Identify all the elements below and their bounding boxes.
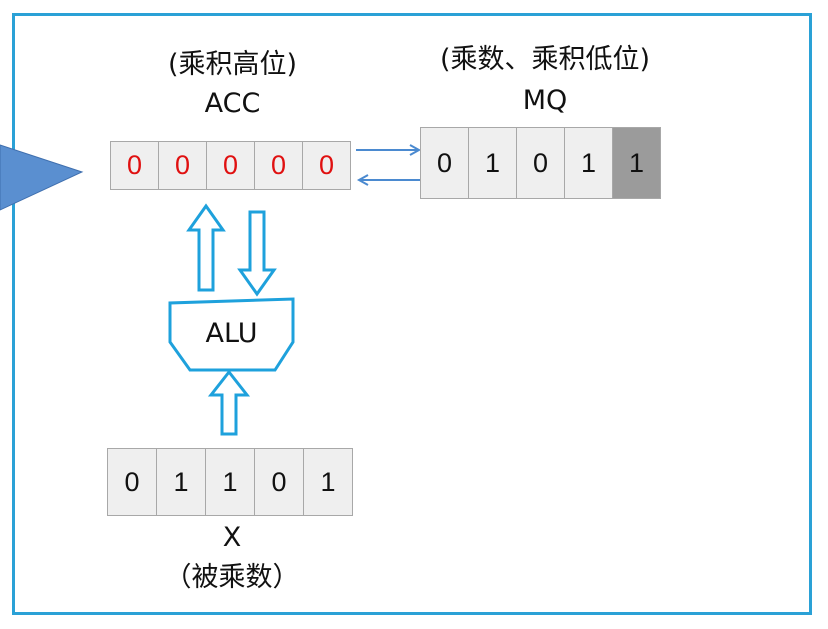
x-register: 0 1 1 0 1 xyxy=(107,448,353,516)
x-to-alu-arrow xyxy=(207,369,251,436)
acc-to-alu-arrow xyxy=(237,210,277,297)
mq-bit-highlighted: 1 xyxy=(612,127,661,199)
x-bit: 0 xyxy=(254,448,304,516)
mq-bit: 0 xyxy=(516,127,565,199)
mq-name: MQ xyxy=(522,85,568,116)
acc-bit: 0 xyxy=(254,141,303,190)
alu-shape xyxy=(168,297,295,372)
acc-name: ACC xyxy=(204,88,261,119)
mq-bit: 0 xyxy=(420,127,469,199)
acc-mq-connector xyxy=(356,144,422,186)
x-bit: 1 xyxy=(205,448,255,516)
acc-bit: 0 xyxy=(158,141,207,190)
pointer-wedge xyxy=(0,144,84,211)
mq-bit: 1 xyxy=(468,127,517,199)
mq-bit: 1 xyxy=(564,127,613,199)
mq-caption: (乘数、乘积低位) xyxy=(439,44,651,75)
alu-to-acc-arrow xyxy=(186,203,226,292)
mq-register: 0 1 0 1 1 xyxy=(420,127,661,199)
acc-register: 0 0 0 0 0 xyxy=(110,141,351,190)
x-caption: （被乘数） xyxy=(164,562,300,593)
alu-label: ALU xyxy=(205,318,258,349)
x-name: X xyxy=(222,522,242,553)
acc-bit: 0 xyxy=(206,141,255,190)
x-bit: 0 xyxy=(107,448,157,516)
x-bit: 1 xyxy=(303,448,353,516)
diagram-frame xyxy=(12,13,812,615)
acc-bit: 0 xyxy=(110,141,159,190)
acc-caption: (乘积高位) xyxy=(167,49,298,80)
acc-bit: 0 xyxy=(302,141,351,190)
x-bit: 1 xyxy=(156,448,206,516)
